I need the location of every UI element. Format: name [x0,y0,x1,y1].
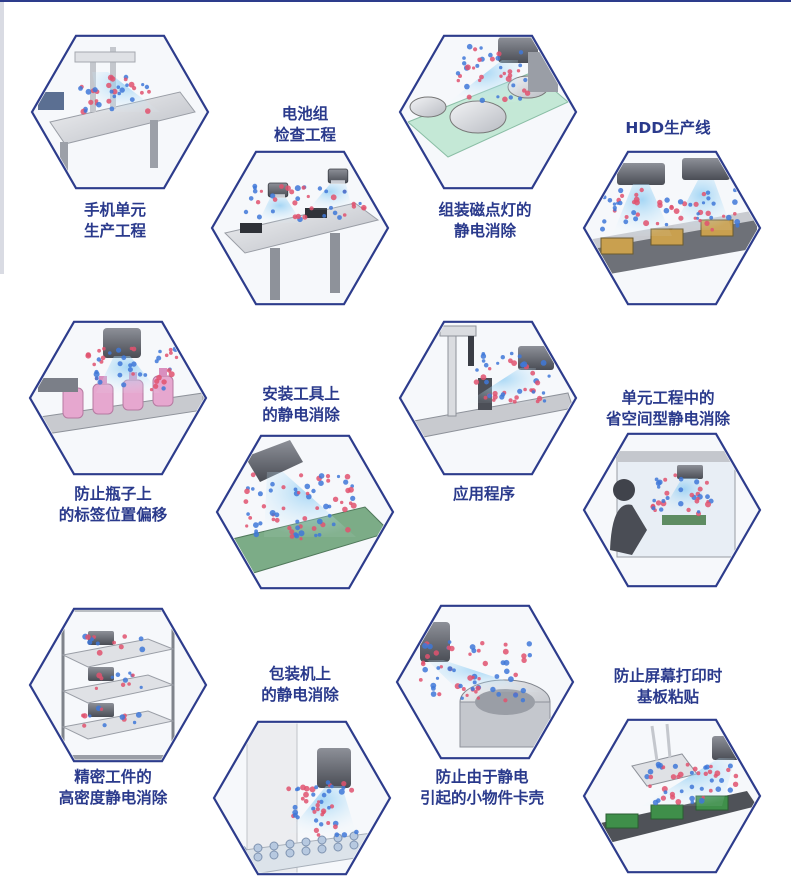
left-edge-strip [0,2,4,274]
tile-label-app: 应用程序 [452,485,515,503]
hexagon-border [398,320,578,476]
tile-label-parts: 防止由于静电 引起的小物件卡壳 [419,768,544,807]
tile-label-hdd: HDD生产线 [625,119,711,137]
hexagon-tile-parts [395,604,575,760]
hexagon-border [30,34,210,190]
hexagon-border [582,718,762,874]
hexagon-border [212,720,392,876]
hexagon-tile-tool [215,434,395,590]
tile-label-phone: 手机单元 生产工程 [83,201,146,240]
hexagon-border [398,34,578,190]
hexagon-frame [30,321,206,475]
hexagon-tile-bottle [28,320,208,476]
hexagon-tile-packing [212,720,392,876]
tile-label-precision: 精密工件的 高密度静电消除 [58,768,168,807]
tile-label-battery: 电池组 检查工程 [273,105,336,144]
workbench-machine-illustration [38,47,196,182]
bottle-line-illustration [32,328,204,437]
tile-label-bottle: 防止瓶子上 的标签位置偏移 [58,485,168,524]
hexagon-tile-precision [28,607,208,763]
hexagon-border [28,320,208,476]
hexagon-border [395,604,575,760]
screen-print-illustration [587,723,757,846]
tile-label-tool: 安装工具上 的静电消除 [262,385,340,424]
hexagon-tile-battery [210,150,390,306]
packing-film-illustration [221,723,388,873]
robot-arm-illustration [402,325,574,441]
hexagon-tile-space [582,432,762,588]
tile-label-packing: 包装机上 的静电消除 [261,665,339,704]
hexagon-tile-screen [582,718,762,874]
hexagon-border [28,607,208,763]
hexagon-tile-phone [30,34,210,190]
battery-inspection-illustration [224,168,380,300]
tile-label-magnet: 组装磁点灯的 静电消除 [438,201,532,240]
tool-ionizer-illustration [219,440,391,575]
hexagon-border [215,434,395,590]
shelf-rack-illustration [60,610,176,760]
top-border [0,0,791,2]
hexagon-border [582,150,762,306]
tile-label-space: 单元工程中的 省空间型静电消除 [605,389,730,428]
booth-operator-illustration [610,451,736,558]
hexagon-tile-magnet [398,34,578,190]
tile-label-screen: 防止屏幕打印时 基板粘贴 [613,667,723,706]
hdd-conveyor-illustration [587,158,757,278]
hexagon-border [582,432,762,588]
hexagon-tile-app [398,320,578,476]
hexagon-tile-hdd [582,150,762,306]
lamp-assembly-illustration [407,37,569,158]
hexagon-border [210,150,390,306]
